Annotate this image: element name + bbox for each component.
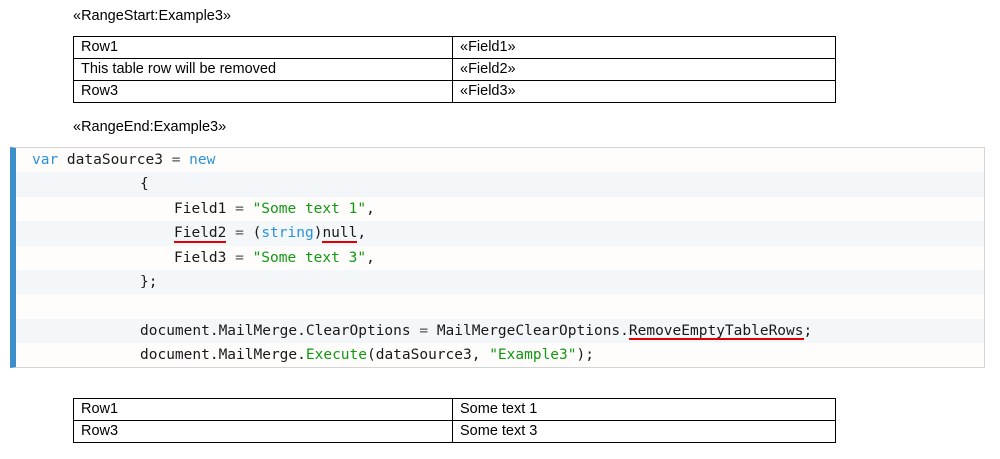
code-token <box>244 201 253 217</box>
code-token: = <box>235 225 244 242</box>
range-end-label: «RangeEnd:Example3» <box>73 119 227 135</box>
code-token <box>180 152 189 168</box>
annotation-underline: Field2 <box>174 221 227 245</box>
code-line: Field3 = "Some text 3", <box>16 245 984 270</box>
code-token: ) <box>313 225 323 242</box>
table-cell-label: Row3 <box>73 80 453 103</box>
table-cell-label: Row1 <box>73 398 453 421</box>
code-token: RemoveEmptyTableRows <box>628 322 804 339</box>
code-token: string <box>261 225 314 242</box>
table-cell-label: Row3 <box>73 420 453 443</box>
code-token <box>226 225 235 241</box>
table-cell-label: This table row will be removed <box>73 58 453 81</box>
code-token: , <box>357 225 367 242</box>
code-token: ); <box>576 347 594 364</box>
table-cell-merge-field: «Field1» <box>452 36 836 59</box>
code-token: ; <box>803 322 813 339</box>
code-line: Field2 = (string)null, <box>16 221 984 246</box>
code-token: dataSource3 <box>58 152 172 168</box>
source-merge-table: Row1«Field1»This table row will be remov… <box>73 36 836 103</box>
code-token: Field3 <box>174 249 236 266</box>
code-token: "Some text 1" <box>252 200 367 217</box>
code-line: document.MailMerge.ClearOptions = MailMe… <box>16 318 984 344</box>
code-token: ( <box>243 225 262 242</box>
source-table-body: Row1«Field1»This table row will be remov… <box>73 36 836 103</box>
code-token: MailMergeClearOptions. <box>428 322 629 339</box>
code-token: var <box>32 152 59 168</box>
code-line: Field1 = "Some text 1", <box>16 196 984 222</box>
code-token: new <box>189 152 216 168</box>
code-token: = <box>419 322 429 339</box>
annotation-underline: «Field2» <box>460 60 516 80</box>
table-cell-value: Some text 1 <box>452 398 836 421</box>
code-line: document.MailMerge.Execute(dataSource3, … <box>16 343 984 367</box>
code-token: = <box>235 200 244 217</box>
code-token: null <box>322 225 358 242</box>
code-token: document.MailMerge.ClearOptions <box>140 322 420 339</box>
annotation-underline: RemoveEmptyTableRows <box>628 319 804 343</box>
code-token: { <box>140 176 149 193</box>
code-token: "Some text 3" <box>252 249 367 266</box>
code-token: = <box>235 249 244 266</box>
table-row: Row1«Field1» <box>73 36 836 59</box>
table-row: This table row will be removed «Field2» <box>73 58 836 81</box>
code-line: var dataSource3 = new <box>16 148 984 173</box>
code-block[interactable]: var dataSource3 = new { Field1 = "Some tex… <box>10 147 985 368</box>
code-token: "Example3" <box>489 347 577 364</box>
table-row: Row3«Field3» <box>73 80 836 103</box>
code-token: = <box>171 152 181 168</box>
code-token: (dataSource3, <box>366 347 490 364</box>
code-line <box>16 294 984 319</box>
code-line: }; <box>16 269 984 295</box>
table-cell-merge-field: «Field3» <box>452 80 836 103</box>
code-token: , <box>366 249 375 266</box>
code-token: Field1 <box>174 200 236 217</box>
table-cell-value: Some text 3 <box>452 420 836 443</box>
annotation-underline: null <box>322 221 357 245</box>
code-token: , <box>366 200 375 217</box>
code-line: { <box>16 172 984 197</box>
code-token: Field2 <box>174 225 227 242</box>
table-cell-label: Row1 <box>73 36 453 59</box>
table-cell-merge-field: «Field2» <box>452 58 836 81</box>
code-token: document.MailMerge. <box>140 347 306 364</box>
code-token: Execute <box>305 347 367 364</box>
code-token: }; <box>140 273 158 290</box>
range-start-label: «RangeStart:Example3» <box>73 8 231 24</box>
code-token <box>244 250 253 266</box>
